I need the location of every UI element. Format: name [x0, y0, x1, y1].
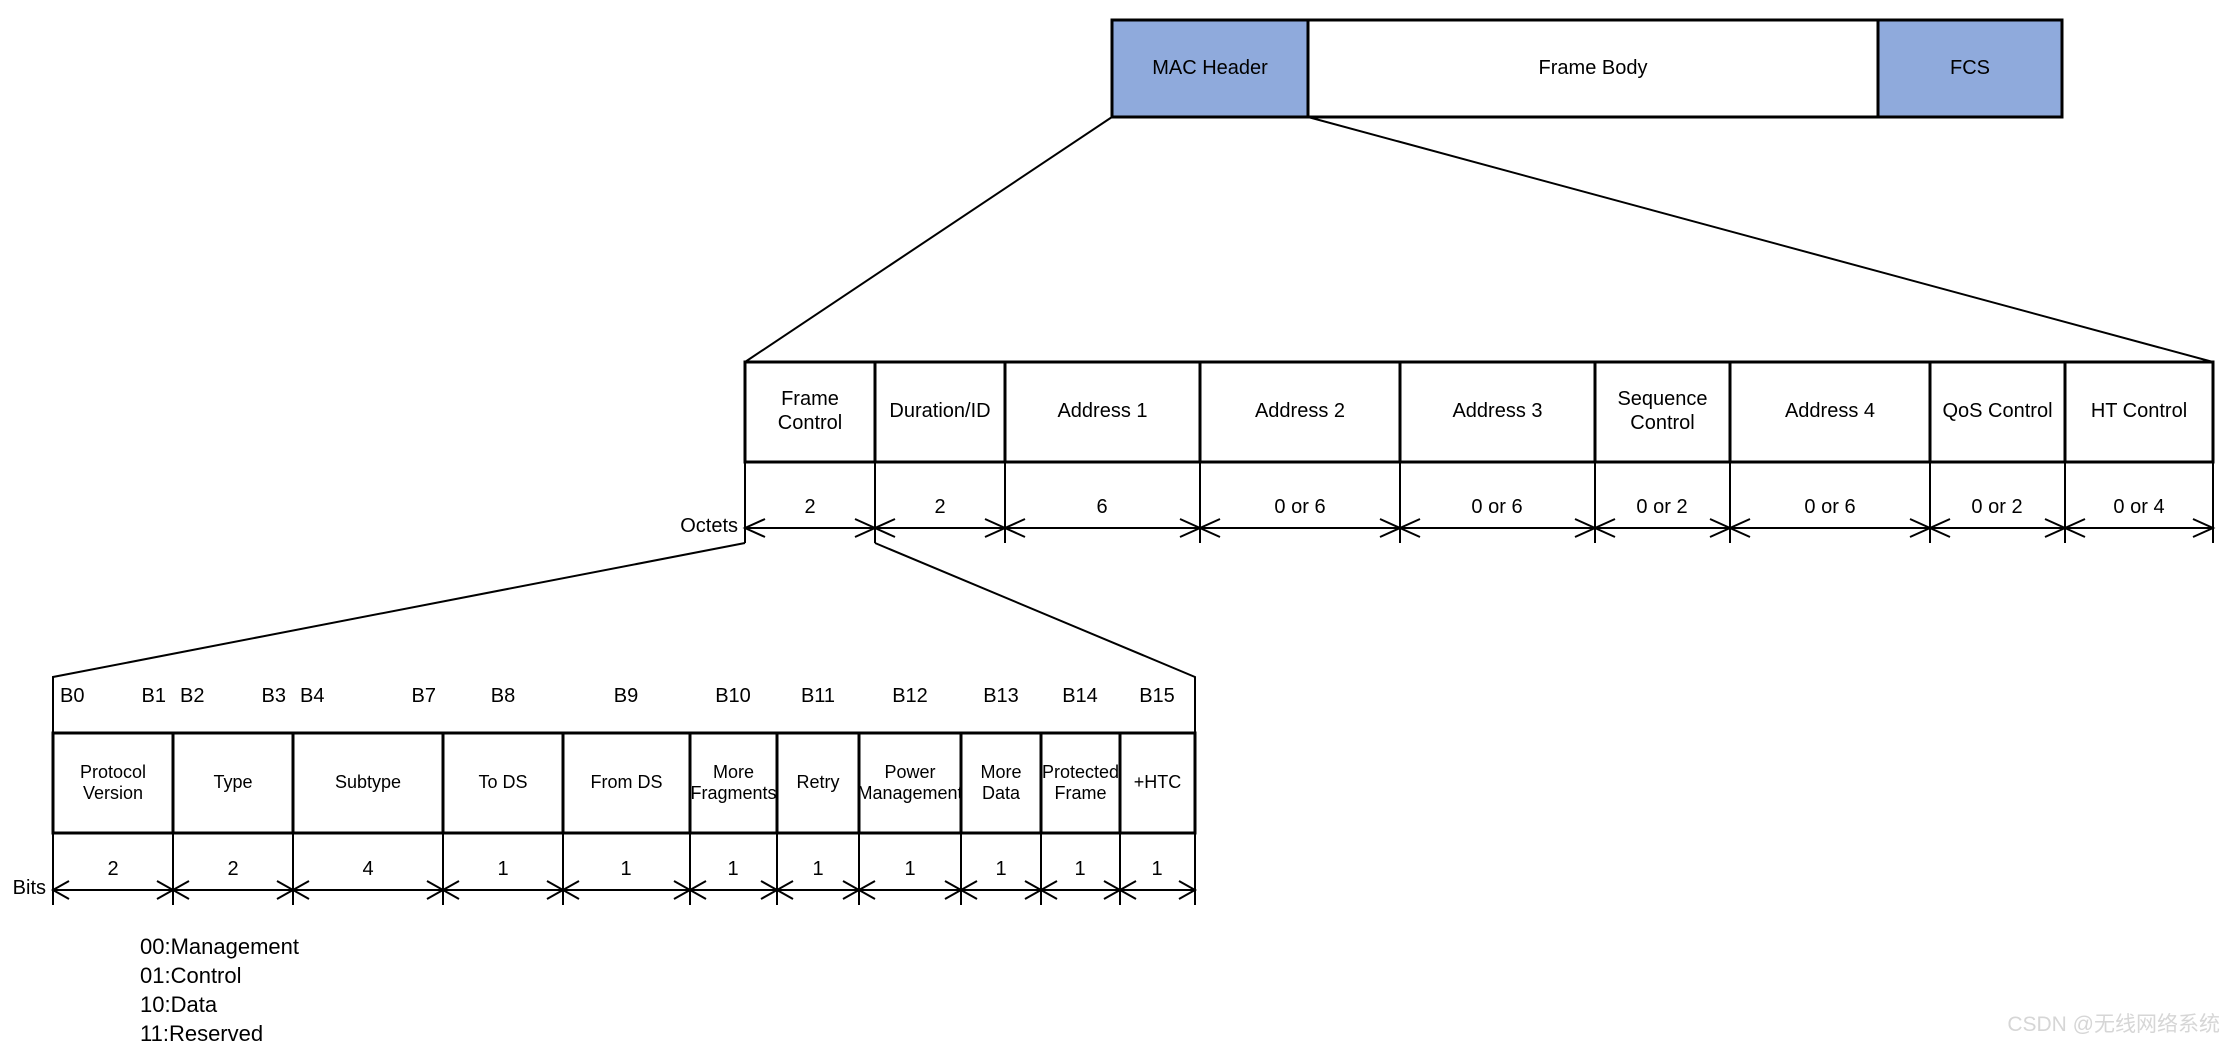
bit-marker-b0: B0: [60, 685, 85, 708]
box-protocol-version: [51, 731, 175, 835]
bit-marker-b13: B13: [983, 685, 1019, 708]
bits-value-more-fragments: 1: [727, 858, 739, 881]
bits-value-to-ds: 1: [497, 858, 509, 881]
fcs-label: FCS: [1950, 56, 1990, 79]
field-label-power-management: Power Management: [857, 761, 963, 803]
bits-arrowheads: [50, 880, 1198, 900]
octets-value-frame-control: 2: [804, 496, 816, 519]
bit-marker-b11: B11: [800, 685, 836, 708]
box-qos-control: [1928, 360, 2067, 464]
bit-marker-b14: B14: [1062, 685, 1098, 708]
field-label-address-2: Address 2: [1254, 400, 1346, 423]
octets-value-address-4: 0 or 6: [1804, 496, 1856, 519]
box-from-ds: [561, 731, 692, 835]
field-label-qos-control: QoS Control: [1942, 400, 2053, 423]
mac-header-label: MAC Header: [1152, 56, 1268, 79]
bit-marker-b2: B2: [180, 685, 205, 708]
box-address-4: [1728, 360, 1932, 464]
field-label-from-ds: From DS: [590, 772, 663, 793]
frame-control-expansion-lines: [52, 542, 1196, 733]
bits-value-type: 2: [227, 858, 239, 881]
field-label-type: Type: [213, 772, 253, 793]
box-more-fragments: [688, 731, 779, 835]
box-more-data: [959, 731, 1043, 835]
field-label-htc: +HTC: [1133, 772, 1182, 793]
frame-body-label: Frame Body: [1538, 56, 1648, 79]
bits-value-protocol-version: 2: [107, 858, 119, 881]
octets-value-ht-control: 0 or 4: [2113, 496, 2165, 519]
box-address-2: [1198, 360, 1402, 464]
mac-header-expansion-lines: [744, 116, 2214, 363]
bit-marker-b8: B8: [490, 685, 516, 708]
field-label-sequence-control: Sequence Control: [1617, 388, 1708, 434]
type-legend-reserved: 11:Reserved: [140, 1021, 264, 1046]
bit-marker-b1: B1: [141, 685, 166, 708]
box-protected-frame: [1039, 731, 1122, 835]
bit-marker-b15: B15: [1139, 685, 1175, 708]
box-address-3: [1398, 360, 1597, 464]
field-label-frame-control: Frame Control: [777, 388, 843, 434]
field-label-address-4: Address 4: [1784, 400, 1876, 423]
bits-value-more-data: 1: [995, 858, 1007, 881]
bits-ticks: [52, 833, 1196, 905]
bit-marker-b7: B7: [411, 685, 436, 708]
field-label-ht-control: HT Control: [2090, 400, 2188, 423]
bits-value-htc: 1: [1151, 858, 1163, 881]
field-label-address-1: Address 1: [1057, 400, 1148, 423]
octets-unit-label: Octets: [680, 515, 738, 538]
csdn-watermark: CSDN @无线网络系统: [2007, 1013, 2220, 1036]
box-to-ds: [441, 731, 565, 835]
bit-marker-b9: B9: [613, 685, 639, 708]
type-legend-management: 00:Management: [140, 934, 299, 959]
box-frame-body: [1306, 18, 1880, 119]
box-address-1: [1003, 360, 1202, 464]
bit-marker-b3: B3: [261, 685, 286, 708]
octets-value-sequence-control: 0 or 2: [1636, 496, 1688, 519]
bits-value-protected-frame: 1: [1074, 858, 1086, 881]
octets-arrowheads: [742, 518, 2216, 538]
box-subtype: [291, 731, 445, 835]
bit-marker-b4: B4: [300, 685, 325, 708]
box-htc: [1118, 731, 1197, 835]
bits-value-power-management: 1: [904, 858, 916, 881]
box-fcs: [1876, 18, 2064, 119]
field-label-protocol-version: Protocol Version: [79, 761, 147, 803]
bit-marker-b10: B10: [715, 685, 751, 708]
field-label-subtype: Subtype: [334, 772, 402, 793]
field-label-protected-frame: Protected Frame: [1041, 761, 1120, 803]
type-legend-control: 01:Control: [140, 963, 242, 988]
field-label-retry: Retry: [796, 772, 840, 793]
field-label-duration-id: Duration/ID: [889, 400, 991, 423]
type-legend-data: 10:Data: [140, 992, 218, 1017]
field-label-more-data: More Data: [980, 761, 1022, 803]
octets-ticks: [744, 462, 2214, 543]
octets-value-duration-id: 2: [934, 496, 946, 519]
octets-value-address-3: 0 or 6: [1471, 496, 1523, 519]
bits-value-subtype: 4: [362, 858, 374, 881]
box-frame-control: [743, 360, 877, 464]
octets-value-address-1: 6: [1096, 496, 1108, 519]
bits-value-from-ds: 1: [620, 858, 632, 881]
bits-value-retry: 1: [812, 858, 824, 881]
bits-unit-label: Bits: [12, 877, 46, 900]
field-label-address-3: Address 3: [1452, 400, 1543, 423]
bit-marker-b12: B12: [892, 685, 928, 708]
box-sequence-control: [1593, 360, 1732, 464]
field-label-to-ds: To DS: [478, 772, 528, 793]
box-ht-control: [2063, 360, 2215, 464]
field-label-more-fragments: More Fragments: [690, 761, 777, 803]
octets-value-address-2: 0 or 6: [1274, 496, 1326, 519]
octets-value-qos-control: 0 or 2: [1971, 496, 2023, 519]
